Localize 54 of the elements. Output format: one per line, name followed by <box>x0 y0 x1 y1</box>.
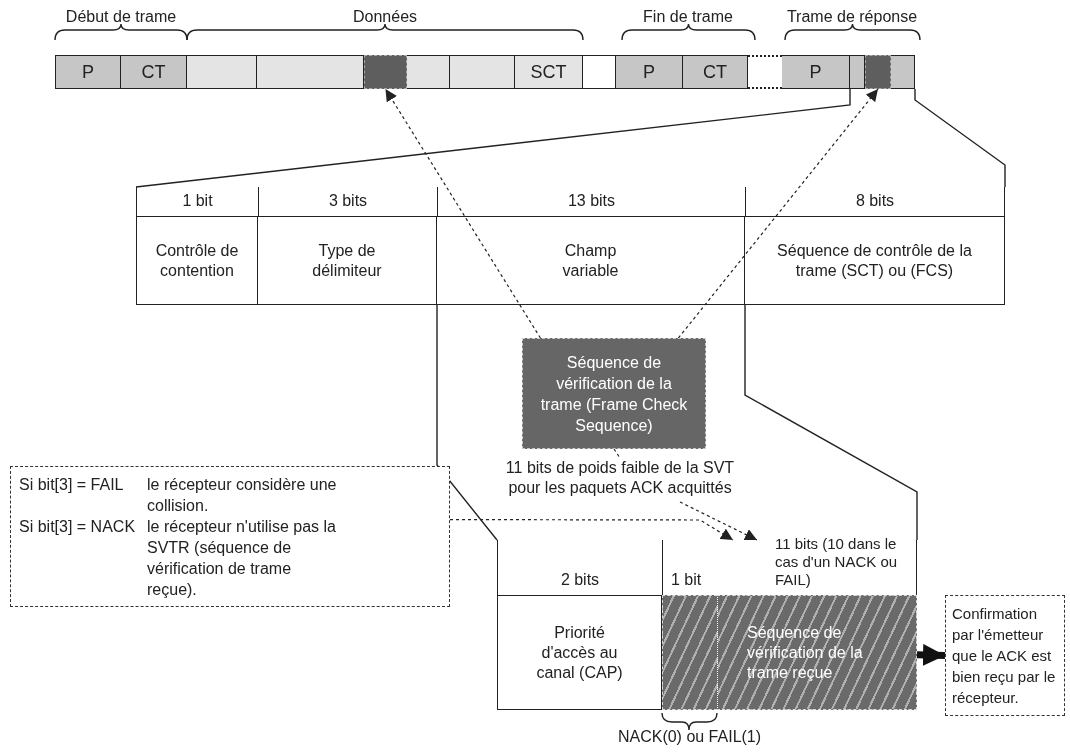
bit-count: 3 bits <box>328 192 368 210</box>
frame-field: P <box>782 55 850 89</box>
condition-label: Si bit[3] = NACK <box>19 516 137 537</box>
connector-line <box>613 448 621 459</box>
frame-segment <box>187 55 257 89</box>
frame-segment <box>865 55 891 89</box>
block-arrow <box>916 643 946 666</box>
note-text: le récepteur considère une collision. <box>147 474 337 516</box>
hatched-field-column <box>717 540 917 710</box>
section-label: Fin de trame <box>643 8 733 26</box>
note-box: Confirmation par l'émetteur que le ACK est bien reçu par le récepteur. <box>945 595 1065 716</box>
frame-segment <box>850 55 865 89</box>
frame-segment <box>583 55 616 89</box>
field-column <box>258 187 437 305</box>
frame-field: P <box>55 55 121 89</box>
note-box <box>10 466 450 607</box>
field-name: Type de délimiteur <box>311 240 383 281</box>
bit-count: 1 bit <box>671 571 702 589</box>
arrow <box>449 519 734 541</box>
arrow <box>677 88 879 339</box>
field-name: Champ variable <box>561 240 620 281</box>
field-name: Priorité d'accès au canal (CAP) <box>535 622 624 683</box>
arrow <box>384 88 541 339</box>
field-name: Contrôle de contention <box>154 240 240 281</box>
section-label: Trame de réponse <box>786 8 918 26</box>
condition-label: Si bit[3] = FAIL <box>19 474 125 495</box>
note-text: le récepteur n'utilise pas la SVTR (séquence de vérification de trame reçue). <box>147 516 337 600</box>
frame-segment <box>407 55 450 89</box>
arrow <box>679 501 758 541</box>
frame-segment <box>257 55 364 89</box>
annotation-text: 11 bits de poids faible de la SVT pour les paquets ACK acquittés <box>500 458 740 502</box>
field-name: Séquence de contrôle de la trame (SCT) ou (FCS) <box>776 240 973 281</box>
hatched-field-column <box>662 540 717 710</box>
frame-field: CT <box>121 55 187 89</box>
field-name: Séquence de vérification de la trame reçue <box>747 622 864 683</box>
bit-count: 11 bits (10 dans le cas d'un NACK ou FAIL) <box>775 535 899 589</box>
frame-segment <box>450 55 515 89</box>
field-column <box>437 187 745 305</box>
bit-count: 2 bits <box>560 571 600 589</box>
section-label: Données <box>353 8 417 26</box>
bit-count: 8 bits <box>855 192 895 210</box>
frame-segment <box>748 55 782 89</box>
bit-count: 1 bit <box>182 192 213 210</box>
field-column <box>745 187 1005 305</box>
frame-field: CT <box>683 55 748 89</box>
frame-field: SCT <box>515 55 583 89</box>
field-column <box>136 187 258 305</box>
frame-segment <box>364 55 407 89</box>
bit-count: 13 bits <box>567 192 616 210</box>
brace-label: NACK(0) ou FAIL(1) <box>617 728 762 746</box>
frame-field: P <box>616 55 683 89</box>
section-label: Début de trame <box>65 8 177 26</box>
frame-check-box: Séquence de vérification de la trame (Frame Check Sequence) <box>522 338 706 449</box>
frame-segment <box>891 55 915 89</box>
